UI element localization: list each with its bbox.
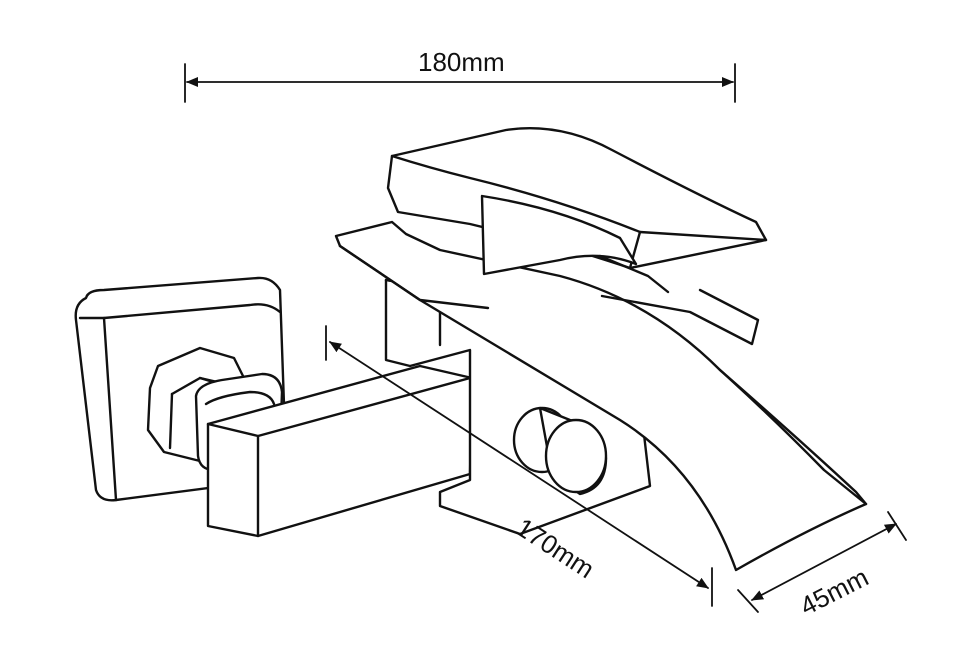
lever-handle bbox=[386, 127, 768, 294]
dim-arrow-170 bbox=[329, 341, 709, 589]
dimension-180mm: 180mm bbox=[184, 47, 736, 103]
dim-tick-45-start bbox=[737, 589, 759, 613]
dimension-label-170: 170mm bbox=[511, 512, 600, 584]
dimension-label-180: 180mm bbox=[418, 47, 505, 77]
dim-tick-45-end bbox=[887, 511, 907, 541]
dim-arrow-45 bbox=[751, 523, 897, 601]
